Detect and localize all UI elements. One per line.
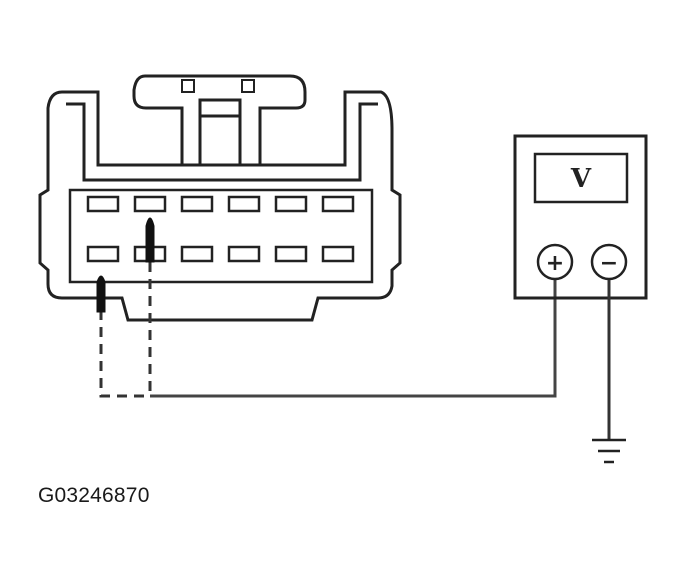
latch-notch-right xyxy=(241,79,255,93)
negative-terminal-sign: − xyxy=(600,251,618,276)
pin-cavity-r1-p5 xyxy=(274,195,308,213)
probe-lead-lower-pin xyxy=(99,310,150,398)
meter-display xyxy=(533,152,629,204)
pin-cavity-r2-p5 xyxy=(274,245,308,263)
meter-body xyxy=(513,134,648,300)
connector-shell xyxy=(38,90,402,322)
probe-tips xyxy=(96,217,155,313)
negative-terminal xyxy=(590,243,628,281)
connector-latch xyxy=(132,74,307,167)
latch-tab xyxy=(198,98,242,165)
pin-cavity-r1-p2 xyxy=(133,195,167,213)
pin-cavity-r2-p1 xyxy=(86,245,120,263)
pin-cavity-r1-p4 xyxy=(227,195,261,213)
pin-cavity-r2-p6 xyxy=(321,245,355,263)
meter-display-label: V xyxy=(570,164,592,194)
voltmeter: V + − xyxy=(513,134,648,300)
pin-cavity-r2-p4 xyxy=(227,245,261,263)
figure-id: G03246870 xyxy=(38,484,150,507)
probe-tip-lower xyxy=(96,275,106,313)
pin-cavity-r1-p6 xyxy=(321,195,355,213)
probe-leads xyxy=(99,262,152,398)
positive-terminal-sign: + xyxy=(546,251,564,276)
connector-cavity xyxy=(68,188,374,284)
pin-cavity-r1-p3 xyxy=(180,195,214,213)
latch-notch-left xyxy=(181,79,195,93)
pin-cavity-r1-p1 xyxy=(86,195,120,213)
pin-cavity-r2-p3 xyxy=(180,245,214,263)
pin-grid xyxy=(86,195,355,263)
connector xyxy=(38,74,402,322)
positive-terminal xyxy=(536,243,574,281)
connector-inner-ledge xyxy=(66,102,378,182)
probe-tip-upper xyxy=(145,217,155,263)
wire-to-positive xyxy=(150,280,557,398)
ground-icon xyxy=(592,438,626,464)
